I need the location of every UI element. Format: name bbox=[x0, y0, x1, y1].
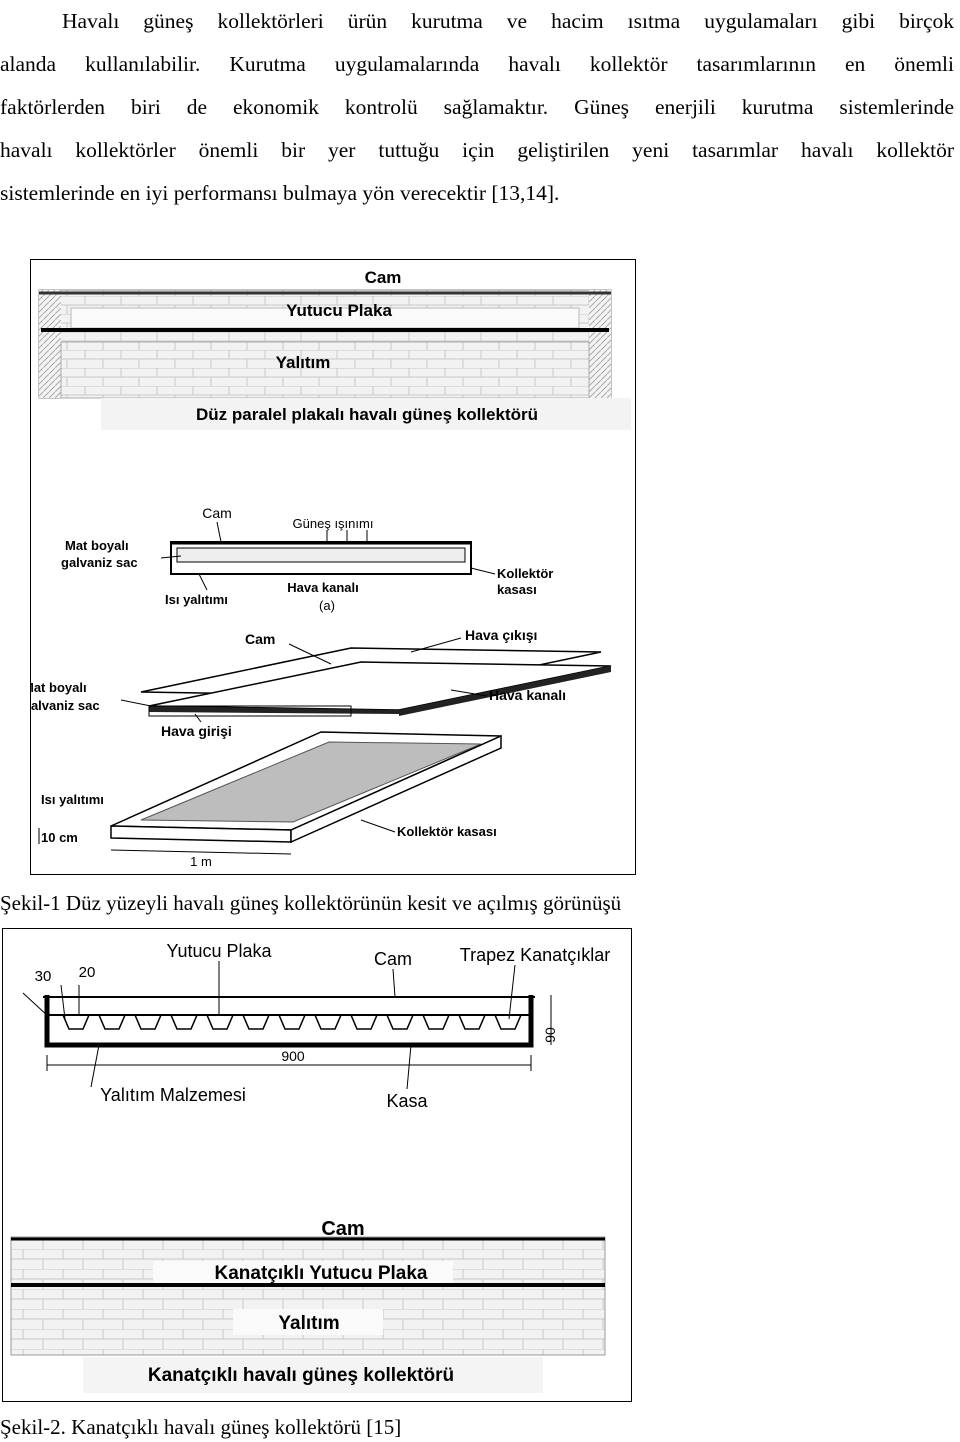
exp-insulation-label: Isı yalıtımı bbox=[41, 792, 104, 807]
collector-exploded-view: Cam Hava çıkışı Mat boyalı galvaniz sac … bbox=[23, 627, 612, 869]
sec-insulation-label: Isı yalıtımı bbox=[165, 592, 228, 607]
sec-glass-label: Cam bbox=[202, 505, 232, 521]
sec-sheet-label-1: Mat boyalı bbox=[65, 538, 129, 553]
exp-sheet-label-2: galvaniz sac bbox=[31, 698, 100, 713]
air-outlet-label: Hava çıkışı bbox=[465, 627, 537, 643]
exp-air-channel-label: Hava kanalı bbox=[489, 687, 566, 703]
fig2-glass-label: Cam bbox=[374, 949, 412, 969]
paragraph-line: faktörlerden biri de ekonomik kontrolü s… bbox=[0, 95, 954, 119]
figure-2-drawing: Yutucu Plaka Cam Trapez Kanatçıklar 30 2… bbox=[3, 941, 631, 1393]
dim-900: 900 bbox=[281, 1048, 305, 1064]
flat-collector-section: Cam Yutucu Plaka Yalıtım Düz paralel pla… bbox=[38, 268, 631, 430]
bottom-insulation-label: Yalıtım bbox=[278, 1313, 339, 1334]
paragraph-line: havalı kollektörler önemli bir yer tuttu… bbox=[0, 138, 954, 162]
top-glass-label: Cam bbox=[365, 268, 402, 287]
top-insulation-label: Yalıtım bbox=[276, 353, 331, 372]
length-label: 1 m bbox=[190, 854, 212, 869]
frame-kasa-label: Kasa bbox=[386, 1091, 428, 1111]
figure-1-drawing: Cam Yutucu Plaka Yalıtım Düz paralel pla… bbox=[23, 268, 631, 869]
sec-frame-label-2: kasası bbox=[497, 582, 537, 597]
thickness-label: 10 cm bbox=[41, 830, 78, 845]
dim-90: 90 bbox=[542, 1027, 558, 1043]
exp-sheet-label-1: Mat boyalı bbox=[31, 680, 87, 695]
bottom-glass-label: Cam bbox=[321, 1218, 364, 1240]
solar-radiation-label: Güneş ışınımı bbox=[293, 516, 374, 531]
sec-tag-a: (a) bbox=[319, 598, 335, 613]
finned-collector-section: Yutucu Plaka Cam Trapez Kanatçıklar 30 2… bbox=[22, 941, 610, 1111]
insulation-material-label: Yalıtım Malzemesi bbox=[100, 1085, 246, 1105]
bottom-absorber-label: Kanatçıklı Yutucu Plaka bbox=[215, 1263, 428, 1284]
sec-air-channel-label: Hava kanalı bbox=[287, 580, 359, 595]
bottom-panel-title: Kanatçıklı havalı güneş kollektörü bbox=[148, 1365, 454, 1386]
paragraph-line: Havalı güneş kollektörleri ürün kurutma … bbox=[62, 9, 954, 33]
air-inlet-label: Hava girişi bbox=[161, 723, 232, 739]
figure-1-image: Cam Yutucu Plaka Yalıtım Düz paralel pla… bbox=[23, 259, 636, 875]
exp-frame-label: Kollektör kasası bbox=[397, 824, 497, 839]
paragraph-line: sistemlerinde en iyi performansı bulmaya… bbox=[0, 181, 560, 205]
paragraph-line: alanda kullanılabilir. Kurutma uygulamal… bbox=[0, 52, 954, 76]
finned-collector-panel: Cam Kanatçıklı Yutucu Plaka Yalıtım Kana… bbox=[3, 1205, 631, 1393]
body-paragraph: Havalı güneş kollektörleri ürün kurutma … bbox=[0, 0, 960, 215]
exp-glass-label: Cam bbox=[245, 631, 275, 647]
fins-label: Trapez Kanatçıklar bbox=[460, 945, 610, 965]
sec-frame-label-1: Kollektör bbox=[497, 566, 553, 581]
top-absorber-label: Yutucu Plaka bbox=[286, 301, 392, 320]
sec-sheet-label-2: galvaniz sac bbox=[61, 555, 138, 570]
top-panel-title: Düz paralel plakalı havalı güneş kollekt… bbox=[196, 405, 538, 424]
trapezoid-fins bbox=[62, 1014, 522, 1030]
figure-2-caption: Şekil-2. Kanatçıklı havalı güneş kollekt… bbox=[0, 1415, 402, 1439]
collector-section-a: Cam Güneş ışınımı Mat boyalı galvaniz sa… bbox=[61, 505, 553, 613]
dim-30: 30 bbox=[35, 968, 52, 985]
figure-1-caption: Şekil-1 Düz yüzeyli havalı güneş kollekt… bbox=[0, 891, 622, 915]
fig2-absorber-label: Yutucu Plaka bbox=[166, 941, 272, 961]
dim-20: 20 bbox=[79, 964, 96, 981]
figure-2-image: Yutucu Plaka Cam Trapez Kanatçıklar 30 2… bbox=[2, 928, 632, 1402]
